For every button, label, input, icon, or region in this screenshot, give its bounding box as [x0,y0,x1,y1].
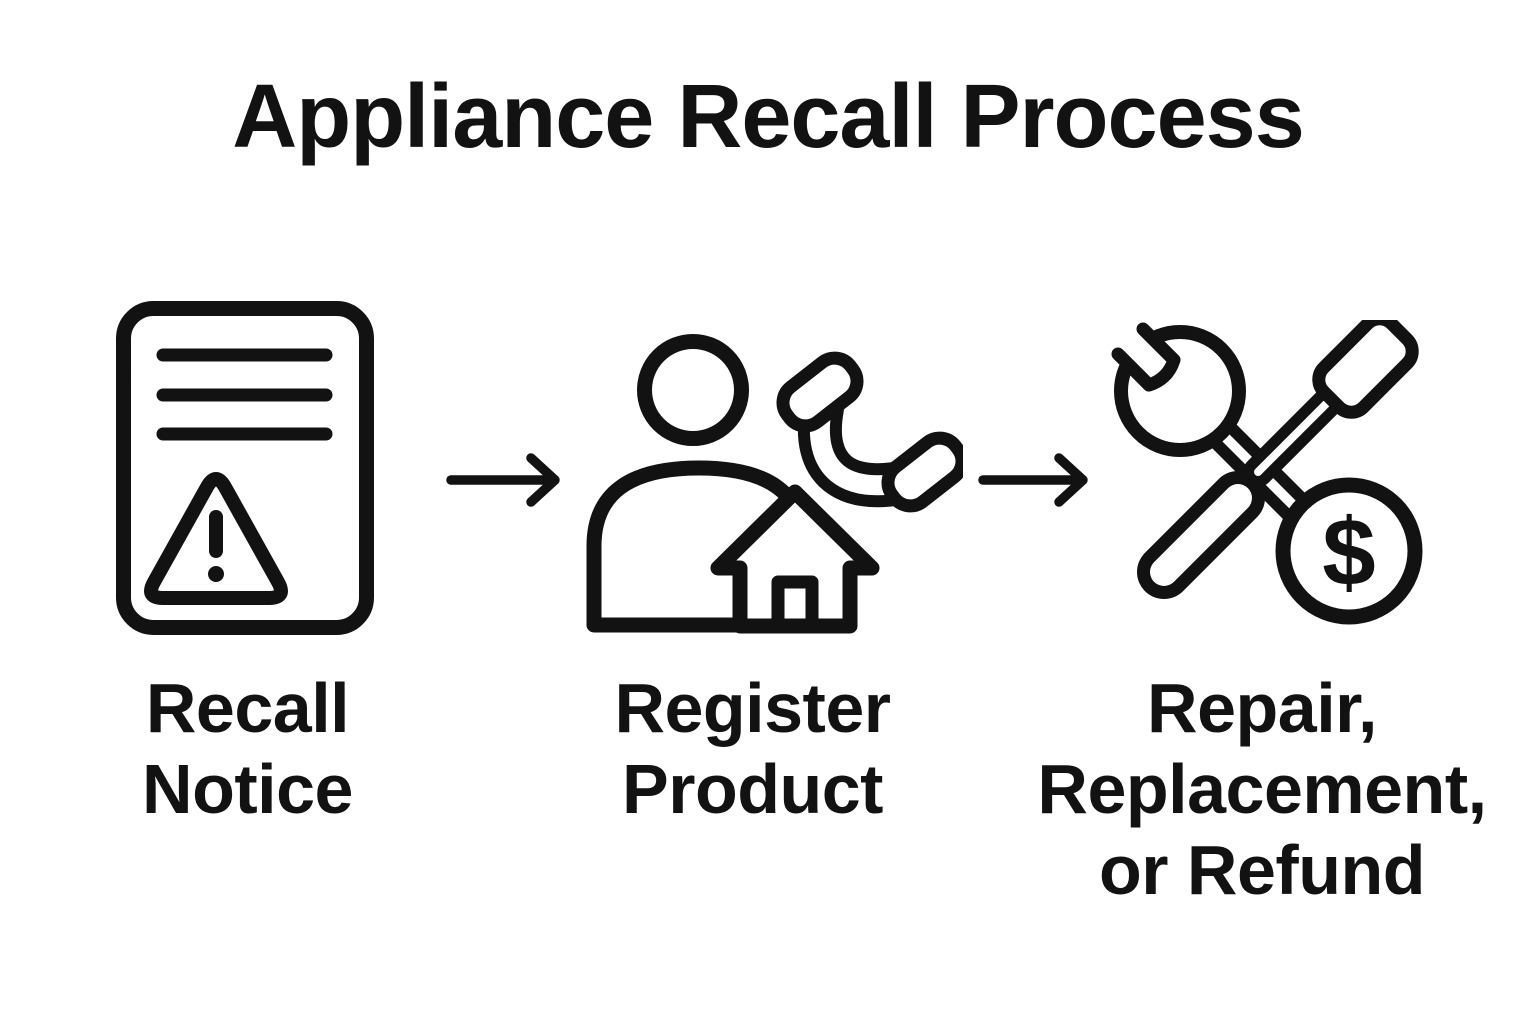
arrow-right-icon [446,453,560,507]
page-title: Appliance Recall Process [232,67,1305,167]
person-head-shape [637,334,749,446]
step-label-recall-notice: Recall Notice [142,669,353,829]
step-label-repair-replacement-refund: Repair, Replacement, or Refund [1037,669,1487,910]
recall-notice-document-warning-icon [116,301,374,635]
warning-triangle-icon [144,472,288,605]
screwdriver-icon [1137,320,1419,599]
dollar-coin-icon: $ [1275,477,1423,625]
house-icon [710,484,880,634]
step-label-register-product: Register Product [614,669,891,829]
repair-tools-dollar-icon: $ [1111,320,1423,625]
arrow-right-icon [978,453,1088,507]
dollar-symbol: $ [1322,499,1375,606]
register-product-person-phone-house-icon [586,334,963,634]
phone-handset-icon [776,351,963,513]
document-text-lines [156,348,333,441]
